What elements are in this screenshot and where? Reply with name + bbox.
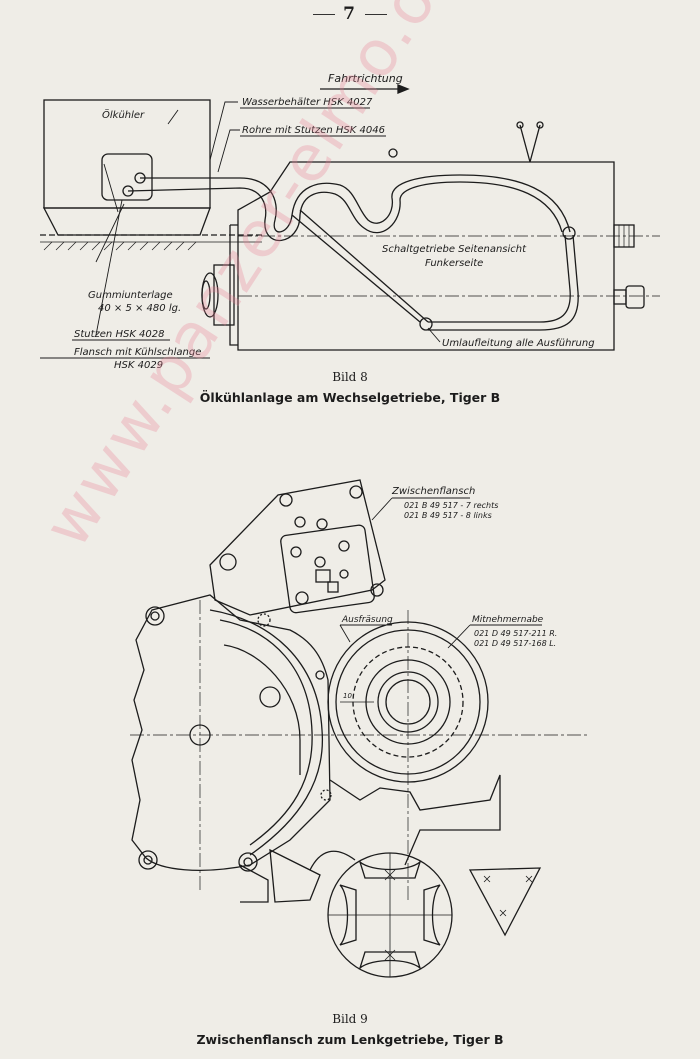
flange-label-2: HSK 4029 <box>114 360 163 370</box>
figure-8-title: Ölkühlanlage am Wechselgetriebe, Tiger B <box>199 390 501 405</box>
direction-label: Fahrtrichtung <box>328 72 403 85</box>
figure-9-flange-diagram: Zwischenflansch 021 B 49 517 - 7 rechts … <box>130 479 590 978</box>
intermediate-flange-label: Zwischenflansch <box>391 486 475 497</box>
cutout-label: Ausfräsung <box>341 615 393 625</box>
nozzle-label: Stutzen HSK 4028 <box>74 329 165 340</box>
flange-label-1: Flansch mit Kühlschlange <box>74 347 201 358</box>
oil-cooler-label: Ölkühler <box>102 108 145 121</box>
diversion-label: Umlaufleitung alle Ausführung <box>442 338 595 349</box>
gearbox-label-2: Funkerseite <box>425 258 483 269</box>
page-number: 7 <box>0 4 700 24</box>
rubber-pad-label-2: 40 × 5 × 480 lg. <box>98 303 181 314</box>
water-tank-label: Wasserbehälter HSK 4027 <box>242 97 373 108</box>
figure-8-oil-cooling-diagram: Fahrtrichtung Ölkühler Wasserbehälter HS… <box>40 72 660 370</box>
rubber-pad-label-1: Gummiunterlage <box>88 290 173 301</box>
pipes-label: Rohre mit Stutzen HSK 4046 <box>242 125 385 136</box>
hub-part-r-label: 021 D 49 517-211 R. <box>474 629 557 638</box>
figure-8-number: Bild 8 <box>332 370 368 384</box>
hub-part-l-label: 021 D 49 517-168 L. <box>474 639 556 648</box>
part-left-label: 021 B 49 517 - 8 links <box>404 511 492 520</box>
figure-9-number: Bild 9 <box>332 1012 368 1026</box>
hub-label: Mitnehmernabe <box>472 615 544 625</box>
dimension-label: 10 <box>343 692 352 700</box>
gearbox-label-1: Schaltgetriebe Seitenansicht <box>382 244 527 255</box>
part-right-label: 021 B 49 517 - 7 rechts <box>404 501 498 510</box>
figure-9-title: Zwischenflansch zum Lenkgetriebe, Tiger … <box>196 1032 504 1047</box>
